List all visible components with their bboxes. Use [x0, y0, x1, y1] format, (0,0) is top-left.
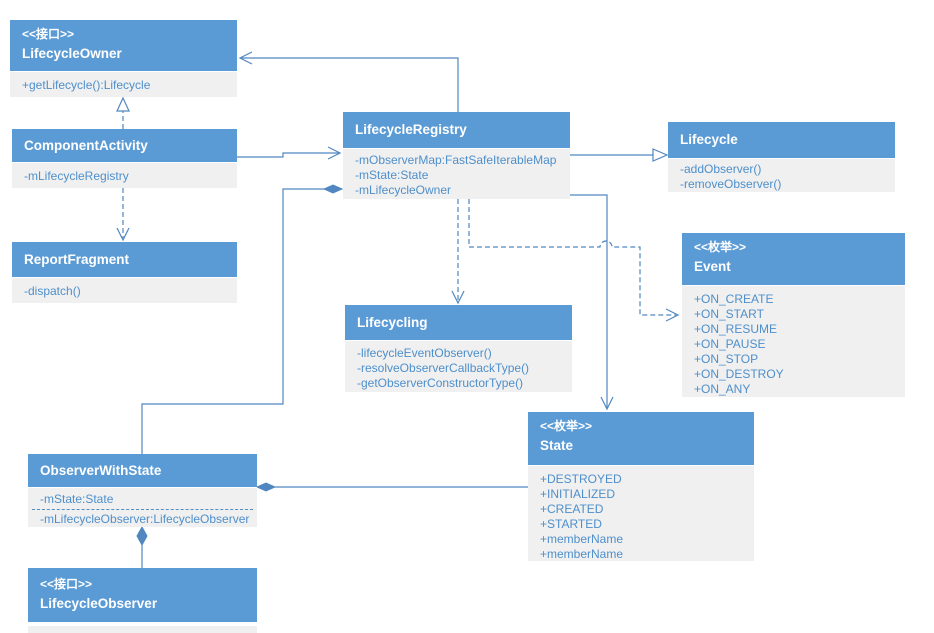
- member-row: -mLifecycleRegistry: [24, 168, 129, 183]
- class-body: +DESTROYED +INITIALIZED +CREATED +STARTE…: [528, 465, 754, 561]
- hollow-triangle-icon: [116, 96, 130, 112]
- class-lifecycle[interactable]: Lifecycle -addObserver() -removeObserver…: [668, 122, 895, 192]
- class-body: -addObserver() -removeObserver(): [668, 158, 895, 192]
- member-row: +memberName: [540, 547, 624, 561]
- class-stereotype: <<接口>>: [22, 27, 75, 41]
- edge-registry-owner-line: [241, 57, 459, 112]
- member-row: +getLifecycle():Lifecycle: [22, 77, 151, 92]
- member-row: +ON_DESTROY: [694, 367, 784, 381]
- class-header: <<接口>> LifecycleObserver: [28, 568, 257, 622]
- class-title: ReportFragment: [24, 251, 130, 267]
- member-row: -addObserver(): [680, 162, 762, 176]
- filled-diamond-icon: [136, 525, 148, 547]
- filled-diamond-icon: [322, 184, 344, 194]
- class-header: LifecycleRegistry: [343, 112, 570, 148]
- open-arrow-icon: [238, 51, 253, 65]
- member-row: +DESTROYED: [540, 472, 622, 486]
- class-title: State: [540, 438, 574, 453]
- class-title: Lifecycling: [357, 314, 428, 330]
- member-row: -mLifecycleObserver:LifecycleObserver: [40, 512, 250, 526]
- member-row: -removeObserver(): [680, 177, 782, 191]
- member-row: +ON_START: [694, 307, 764, 321]
- hollow-triangle-icon: [652, 148, 669, 162]
- class-header: ComponentActivity: [12, 129, 237, 162]
- member-row: -getObserverConstructorType(): [357, 376, 524, 390]
- filled-diamond-icon: [255, 482, 277, 492]
- member-row: +INITIALIZED: [540, 487, 616, 501]
- class-reportfragment[interactable]: ReportFragment -dispatch(): [12, 242, 237, 303]
- member-row: -mState:State: [40, 492, 114, 506]
- class-header: <<接口>> LifecycleOwner: [10, 20, 237, 71]
- class-title: ObserverWithState: [40, 462, 162, 478]
- member-row: -mObserverMap:FastSafeIterableMap: [355, 153, 557, 167]
- member-row: +CREATED: [540, 502, 604, 516]
- class-title: ComponentActivity: [24, 137, 148, 153]
- class-lifecycleregistry[interactable]: LifecycleRegistry -mObserverMap:FastSafe…: [343, 112, 570, 199]
- class-lifecycleobserver[interactable]: <<接口>> LifecycleObserver: [28, 568, 257, 633]
- edge-observerwithstate-registry-line: [141, 188, 326, 454]
- member-row: +STARTED: [540, 517, 602, 531]
- open-arrow-icon: [116, 227, 130, 242]
- member-row: +ON_ANY: [694, 382, 751, 396]
- class-body: +getLifecycle():Lifecycle: [10, 71, 237, 97]
- edge-componentactivity-registry-line: [237, 152, 340, 158]
- member-row: +ON_RESUME: [694, 322, 778, 336]
- class-header: Lifecycling: [345, 305, 572, 340]
- member-row: +ON_CREATE: [694, 292, 774, 306]
- class-title: Event: [694, 259, 731, 274]
- member-row: +memberName: [540, 532, 624, 546]
- class-body: -mState:State -mLifecycleObserver:Lifecy…: [28, 487, 257, 527]
- class-lifecycleowner[interactable]: <<接口>> LifecycleOwner +getLifecycle():Li…: [10, 20, 237, 97]
- class-body: -mObserverMap:FastSafeIterableMap -mStat…: [343, 148, 570, 199]
- class-header: <<枚举>> Event: [682, 233, 905, 285]
- member-row: -dispatch(): [24, 283, 81, 298]
- member-row: +ON_STOP: [694, 352, 759, 366]
- open-arrow-icon: [327, 146, 342, 160]
- enum-state[interactable]: <<枚举>> State +DESTROYED +INITIALIZED +CR…: [528, 412, 754, 561]
- open-arrow-icon: [451, 290, 465, 305]
- class-body: -lifecycleEventObserver() -resolveObserv…: [345, 340, 572, 392]
- open-arrow-icon: [665, 308, 680, 322]
- class-stereotype: <<枚举>>: [694, 240, 747, 254]
- class-observerwithstate[interactable]: ObserverWithState -mState:State -mLifecy…: [28, 454, 257, 527]
- open-arrow-icon: [600, 396, 614, 411]
- enum-event[interactable]: <<枚举>> Event +ON_CREATE +ON_START +ON_RE…: [682, 233, 905, 397]
- edge-registry-event-line: [468, 199, 676, 316]
- class-body: [28, 625, 257, 633]
- class-title: LifecycleOwner: [22, 46, 122, 61]
- class-header: Lifecycle: [668, 122, 895, 158]
- member-row: +ON_PAUSE: [694, 337, 766, 351]
- class-body: -mLifecycleRegistry: [12, 162, 237, 188]
- class-header: <<枚举>> State: [528, 412, 754, 465]
- class-header: ObserverWithState: [28, 454, 257, 487]
- class-componentactivity[interactable]: ComponentActivity -mLifecycleRegistry: [12, 129, 237, 188]
- class-body: +ON_CREATE +ON_START +ON_RESUME +ON_PAUS…: [682, 285, 905, 397]
- class-title: LifecycleRegistry: [355, 122, 467, 137]
- class-stereotype: <<接口>>: [40, 577, 93, 591]
- member-row: -mLifecycleOwner: [355, 183, 452, 197]
- class-title: Lifecycle: [680, 132, 738, 147]
- edge-registry-state-line: [570, 194, 608, 408]
- member-row: -lifecycleEventObserver(): [357, 346, 492, 360]
- member-separator: [32, 509, 253, 510]
- class-lifecycling[interactable]: Lifecycling -lifecycleEventObserver() -r…: [345, 305, 572, 392]
- member-row: -resolveObserverCallbackType(): [357, 361, 530, 375]
- class-body: -dispatch(): [12, 277, 237, 303]
- class-stereotype: <<枚举>>: [540, 419, 593, 433]
- class-title: LifecycleObserver: [40, 596, 158, 611]
- member-row: -mState:State: [355, 168, 429, 182]
- class-header: ReportFragment: [12, 242, 237, 277]
